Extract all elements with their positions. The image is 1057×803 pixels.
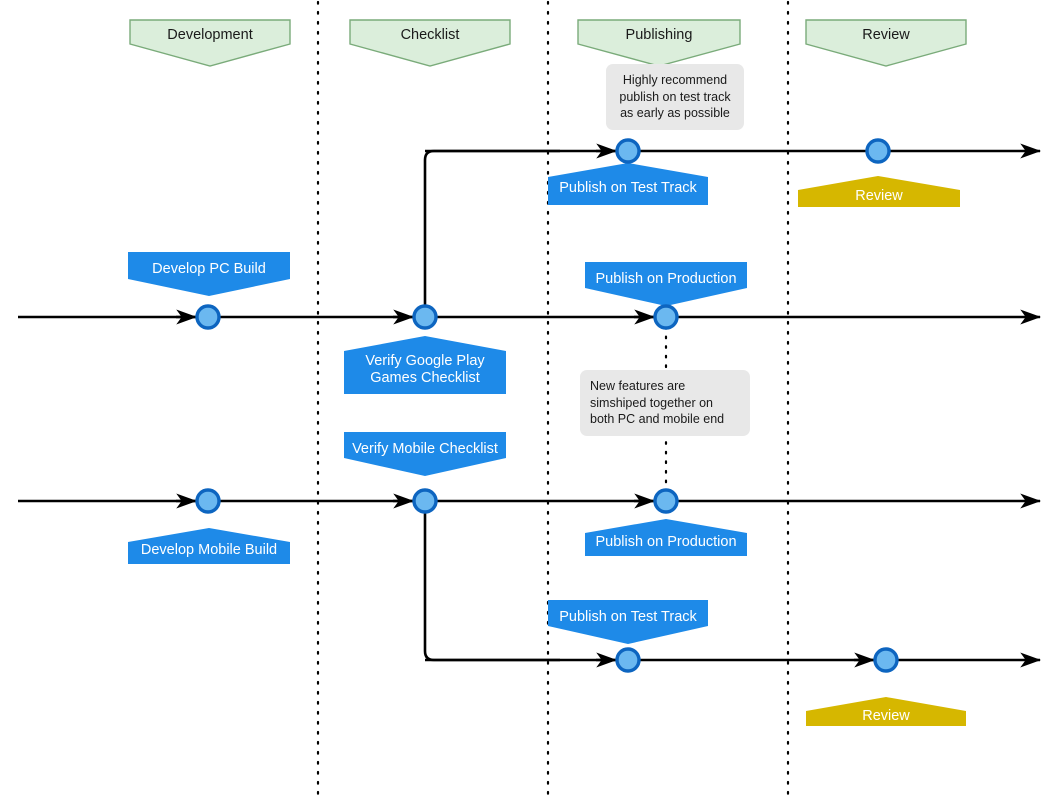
- phase-shape-review: [805, 19, 967, 67]
- milestone-label: Verify Google Play Games Checklist: [365, 352, 485, 386]
- shape-publish-on-production-mobile: [585, 519, 747, 556]
- milestone-review-mobile[interactable]: Review: [806, 697, 966, 726]
- phase-header-checklist[interactable]: Checklist: [350, 20, 510, 66]
- node-mobile-publish-test-track: [615, 647, 641, 673]
- note-test-track-early: Highly recommend publish on test track a…: [606, 64, 744, 130]
- timeline-node-arrowheads: [176, 143, 876, 668]
- milestone-label: Publish on Production: [595, 271, 737, 287]
- milestone-label: Develop Mobile Build: [140, 542, 278, 558]
- milestone-develop-pc-build[interactable]: Develop PC Build: [128, 252, 290, 296]
- shape-publish-on-production-pc: [585, 262, 747, 306]
- node-mobile-develop: [195, 488, 221, 514]
- milestone-label: Publish on Test Track: [559, 180, 697, 196]
- milestone-nodes: [195, 138, 899, 673]
- milestone-label: Review: [862, 707, 910, 724]
- shape-develop-mobile-build: [128, 528, 290, 564]
- milestone-publish-on-production-mobile[interactable]: Publish on Production: [585, 519, 747, 556]
- milestone-label: Publish on Test Track: [559, 609, 697, 625]
- node-pc-publish-test-track: [615, 138, 641, 164]
- phase-shape-checklist: [349, 19, 511, 67]
- shape-review-pc: [798, 176, 960, 207]
- phase-label-checklist: Checklist: [400, 27, 460, 43]
- phase-shape-development: [129, 19, 291, 67]
- branch-pc-to-test-track: [423, 149, 560, 317]
- phase-label-review: Review: [862, 27, 910, 43]
- milestone-shapes: [128, 163, 966, 726]
- note-text: Highly recommend publish on test track a…: [619, 73, 731, 120]
- shape-develop-pc-build: [128, 252, 290, 296]
- milestone-publish-on-test-track-pc[interactable]: Publish on Test Track: [548, 163, 708, 205]
- phase-header-development[interactable]: Development: [130, 20, 290, 66]
- shape-verify-google-play-games-checklist: [344, 336, 506, 394]
- timeline-axes: [18, 143, 1042, 668]
- node-pc-review: [865, 138, 891, 164]
- node-mobile-review: [873, 647, 899, 673]
- node-mobile-publish-production: [653, 488, 679, 514]
- phase-header-review[interactable]: Review: [806, 20, 966, 66]
- branch-mobile-to-test-track: [423, 501, 560, 662]
- shape-review-mobile: [806, 697, 966, 726]
- phase-shape-publishing: [577, 19, 741, 67]
- shape-publish-on-test-track-pc: [548, 163, 708, 205]
- milestone-verify-mobile-checklist[interactable]: Verify Mobile Checklist: [344, 432, 506, 476]
- note-text: New features are simshiped together on b…: [590, 379, 725, 426]
- shape-publish-on-test-track-mobile: [548, 600, 708, 644]
- milestone-label: Develop PC Build: [152, 261, 266, 277]
- note-simship: New features are simshiped together on b…: [580, 370, 750, 436]
- node-pc-publish-production: [653, 304, 679, 330]
- node-mobile-checklist: [412, 488, 438, 514]
- phase-label-development: Development: [167, 27, 253, 43]
- phase-label-publishing: Publishing: [625, 27, 693, 43]
- node-pc-checklist: [412, 304, 438, 330]
- shape-verify-mobile-checklist: [344, 432, 506, 476]
- milestone-label: Publish on Production: [595, 533, 737, 550]
- phase-header-shapes: [129, 19, 967, 67]
- milestone-verify-google-play-games-checklist[interactable]: Verify Google Play Games Checklist: [344, 336, 506, 394]
- milestone-publish-on-production-pc[interactable]: Publish on Production: [585, 262, 747, 306]
- node-pc-develop: [195, 304, 221, 330]
- milestone-review-pc[interactable]: Review: [798, 176, 960, 207]
- milestone-develop-mobile-build[interactable]: Develop Mobile Build: [128, 528, 290, 564]
- milestone-publish-on-test-track-mobile[interactable]: Publish on Test Track: [548, 600, 708, 644]
- phase-separator-lines: [316, 0, 790, 803]
- milestone-label: Review: [855, 187, 903, 204]
- milestone-label: Verify Mobile Checklist: [352, 441, 498, 457]
- phase-header-publishing[interactable]: Publishing: [578, 20, 740, 66]
